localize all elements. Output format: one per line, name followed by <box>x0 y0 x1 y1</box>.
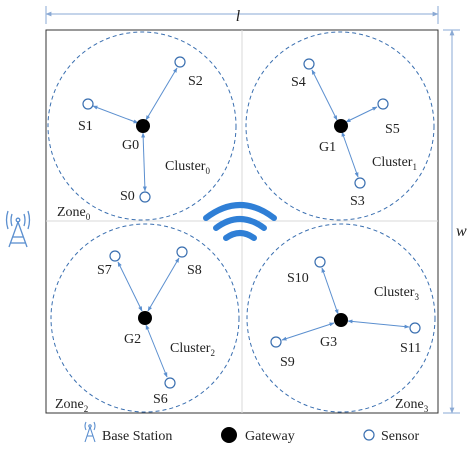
zone-label-3: Zone3 <box>395 397 429 414</box>
sensor-node-s1 <box>82 98 94 110</box>
gateway-label-g0: G0 <box>122 138 139 153</box>
link-g0-s2 <box>145 67 178 121</box>
link-g1-s3 <box>341 131 359 178</box>
gateway-node-g3 <box>334 313 348 327</box>
link-g3-s11 <box>347 319 410 329</box>
sensor-label-s0: S0 <box>120 189 135 204</box>
sensor-label-s10: S10 <box>287 271 309 286</box>
sensor-label-s11: S11 <box>400 341 421 356</box>
sensor-node-s5 <box>377 98 389 110</box>
sensor-label-s2: S2 <box>188 74 203 89</box>
link-g1-s4 <box>311 69 338 121</box>
cluster-label-1: Cluster1 <box>372 155 417 172</box>
gateway-label-g1: G1 <box>319 140 336 155</box>
sensor-node-s4 <box>303 58 315 70</box>
gateway-node-g2 <box>138 311 152 325</box>
sensor-label-s9: S9 <box>280 355 295 370</box>
legend-sensor-label: Sensor <box>381 429 419 444</box>
wifi-icon <box>203 202 277 241</box>
cluster-boundary-3 <box>246 223 436 413</box>
width-label: w <box>456 223 467 240</box>
sensor-label-s3: S3 <box>350 194 365 209</box>
sensor-label-s1: S1 <box>78 119 93 134</box>
legend-base-station-label: Base Station <box>102 429 172 444</box>
legend-sensor-marker <box>363 429 375 441</box>
length-label: l <box>236 8 241 25</box>
link-g0-s0 <box>141 132 147 192</box>
legend: Base Station Gateway Sensor <box>84 421 419 444</box>
sensor-node-s2 <box>174 56 186 68</box>
legend-gateway-label: Gateway <box>245 429 295 444</box>
sensor-node-s8 <box>176 246 188 258</box>
link-g0-s1 <box>92 105 139 124</box>
sensor-label-s8: S8 <box>187 263 202 278</box>
cluster-boundary-0 <box>47 31 237 221</box>
cluster-label-3: Cluster3 <box>374 285 419 302</box>
sensor-node-s10 <box>314 256 326 268</box>
link-g2-s6 <box>145 324 168 378</box>
zone-label-0: Zone0 <box>57 205 91 222</box>
sensor-node-s11 <box>409 322 421 334</box>
cluster-label-2: Cluster2 <box>170 341 215 358</box>
antenna-tower-icon <box>5 210 31 248</box>
sensor-node-s7 <box>109 250 121 262</box>
gateway-label-g2: G2 <box>124 332 141 347</box>
sensor-nodes <box>82 56 421 389</box>
link-g2-s7 <box>117 261 143 312</box>
sensor-node-s6 <box>164 377 176 389</box>
sensor-label-s7: S7 <box>97 263 112 278</box>
link-g3-s9 <box>281 322 335 341</box>
sensor-label-s4: S4 <box>291 75 306 90</box>
legend-base-station-icon <box>84 421 96 443</box>
sensor-node-s0 <box>139 191 151 203</box>
sensor-node-s3 <box>354 177 366 189</box>
sensor-label-s6: S6 <box>153 392 168 407</box>
gateway-label-g3: G3 <box>320 335 337 350</box>
link-g2-s8 <box>147 257 180 312</box>
sensor-node-s9 <box>270 336 282 348</box>
link-g3-s10 <box>321 267 339 315</box>
zone-label-2: Zone2 <box>55 397 88 414</box>
cluster-boundary-2 <box>50 223 240 413</box>
link-g1-s5 <box>345 106 378 123</box>
legend-gateway-marker <box>221 427 237 443</box>
gateway-node-g0 <box>136 119 150 133</box>
gateway-node-g1 <box>334 119 348 133</box>
sensor-label-s5: S5 <box>385 122 400 137</box>
cluster-label-0: Cluster0 <box>165 159 210 176</box>
cluster-boundary-1 <box>245 31 435 221</box>
